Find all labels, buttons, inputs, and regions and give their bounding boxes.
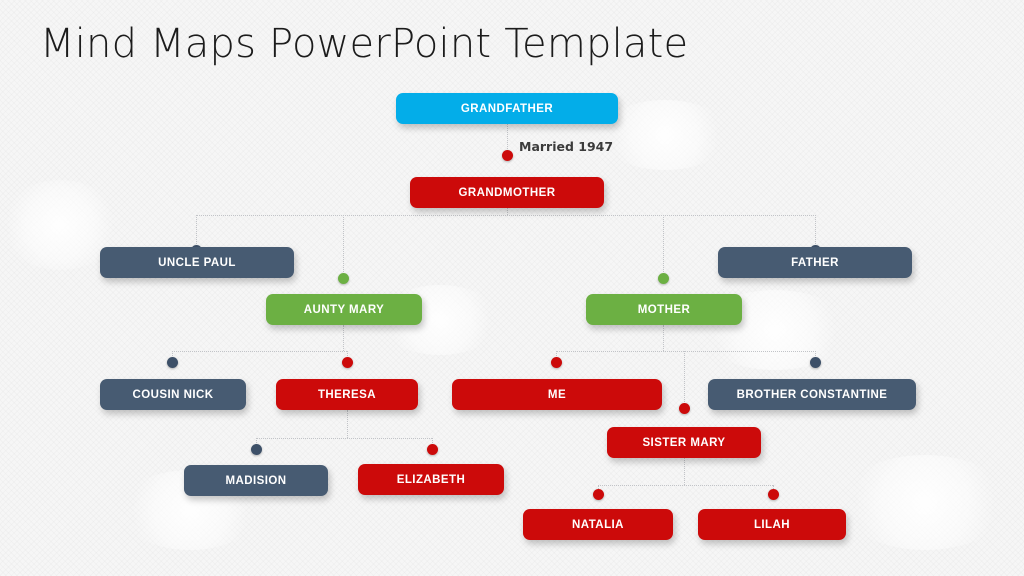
- connector-aunty-mary-down: [343, 325, 344, 351]
- connector-tier4-left-bus: [172, 351, 347, 352]
- node-brother-constantine[interactable]: BROTHER CONSTANTINE: [708, 379, 916, 410]
- node-dot-aunty-mary: [338, 273, 349, 284]
- connector-drop-mother: [663, 215, 664, 278]
- node-mother[interactable]: MOTHER: [586, 294, 742, 325]
- node-cousin-nick[interactable]: COUSIN NICK: [100, 379, 246, 410]
- connector-grandmother-down: [507, 208, 508, 215]
- connector-tier3-bus: [196, 215, 816, 216]
- connector-drop-sister-mary: [684, 351, 685, 408]
- connector-tier5-bus: [256, 438, 432, 439]
- node-natalia[interactable]: NATALIA: [523, 509, 673, 540]
- node-father[interactable]: FATHER: [718, 247, 912, 278]
- node-dot-me: [551, 357, 562, 368]
- node-grandmother[interactable]: GRANDMOTHER: [410, 177, 604, 208]
- node-dot-mother: [658, 273, 669, 284]
- node-aunty-mary[interactable]: AUNTY MARY: [266, 294, 422, 325]
- edge-label-married: Married 1947: [519, 139, 614, 154]
- node-theresa[interactable]: THERESA: [276, 379, 418, 410]
- node-dot-lilah: [768, 489, 779, 500]
- node-dot-brother-constantine: [810, 357, 821, 368]
- node-dot-theresa: [342, 357, 353, 368]
- connector-tier4-right-bus: [556, 351, 816, 352]
- node-grandfather[interactable]: GRANDFATHER: [396, 93, 618, 124]
- node-uncle-paul[interactable]: UNCLE PAUL: [100, 247, 294, 278]
- node-lilah[interactable]: LILAH: [698, 509, 846, 540]
- node-dot-madision: [251, 444, 262, 455]
- node-madision[interactable]: MADISION: [184, 465, 328, 496]
- connector-grandfather-grandmother: [507, 123, 508, 153]
- connector-tier6-bus: [598, 485, 773, 486]
- connector-drop-aunty-mary: [343, 215, 344, 278]
- node-dot-cousin-nick: [167, 357, 178, 368]
- connector-mother-down: [663, 325, 664, 351]
- node-dot-elizabeth: [427, 444, 438, 455]
- node-dot-natalia: [593, 489, 604, 500]
- background-glow: [600, 100, 730, 170]
- node-me[interactable]: ME: [452, 379, 662, 410]
- node-dot-grandmother: [502, 150, 513, 161]
- node-dot-sister-mary: [679, 403, 690, 414]
- page-title: Mind Maps PowerPoint Template: [40, 21, 689, 67]
- background-glow: [840, 455, 1010, 550]
- node-elizabeth[interactable]: ELIZABETH: [358, 464, 504, 495]
- connector-theresa-down: [347, 410, 348, 438]
- connector-sister-mary-down: [684, 458, 685, 485]
- node-sister-mary[interactable]: SISTER MARY: [607, 427, 761, 458]
